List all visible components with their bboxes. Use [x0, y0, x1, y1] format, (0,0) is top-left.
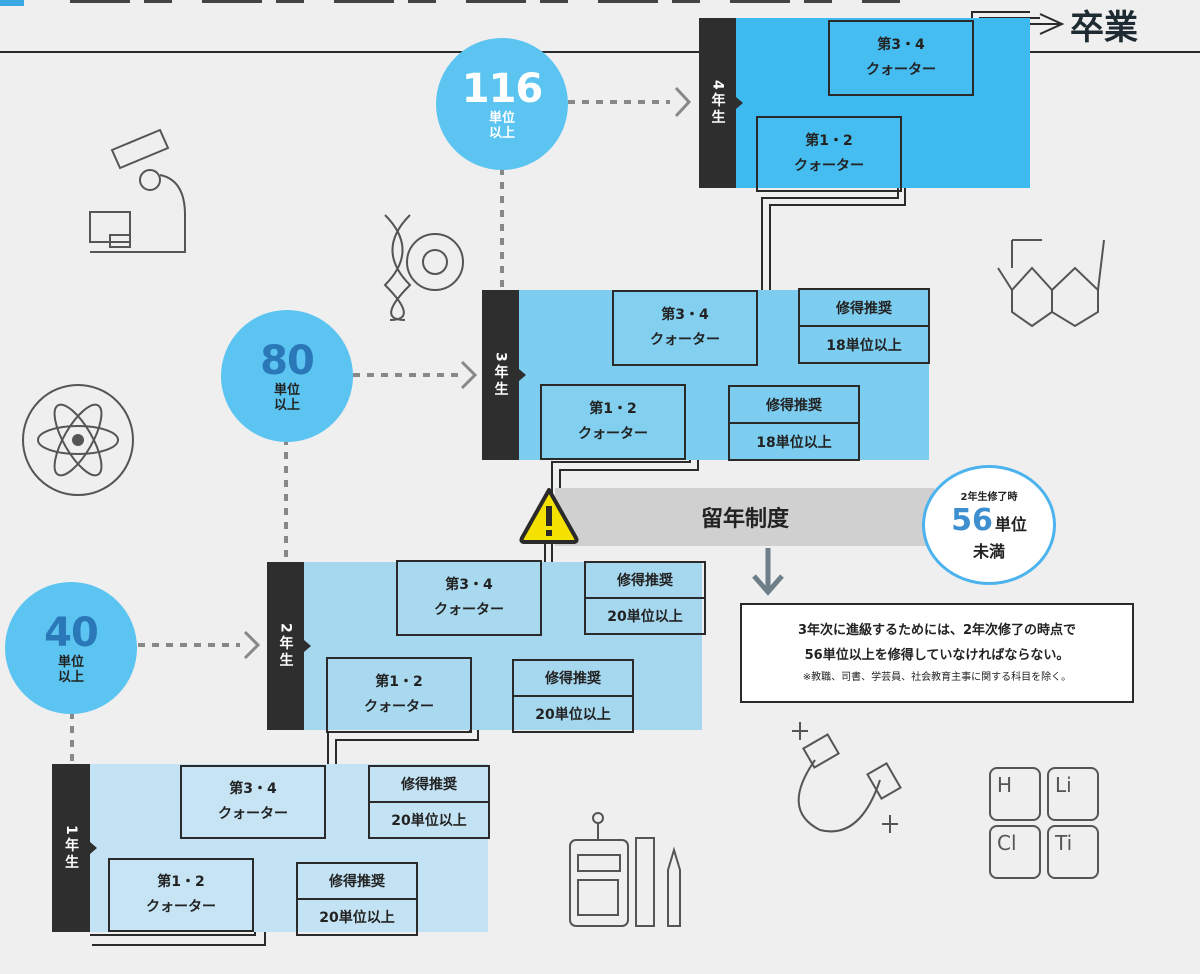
element-ti: Ti	[1055, 831, 1073, 855]
magnet-icon	[792, 722, 902, 833]
year-3-bar: 3年生	[482, 290, 526, 460]
credit-circle-40: 40 単位以上	[5, 582, 137, 714]
graduation-label: 卒業	[1070, 8, 1138, 48]
retention-note: 3年次に進級するためには、2年次修了の時点で 56単位以上を修得していなければな…	[740, 603, 1134, 703]
element-h: H	[997, 773, 1013, 797]
molecule-icon	[997, 239, 1105, 328]
retention-bar: 留年制度	[555, 488, 935, 546]
warning-icon	[519, 488, 579, 544]
calculator-ruler-pencil-icon	[569, 812, 681, 927]
year-2-bar: 2年生	[267, 562, 311, 730]
atom-icon	[22, 384, 134, 496]
year-1-bar: 1年生	[52, 764, 97, 932]
microscope-icon	[89, 128, 186, 253]
retention-title: 留年制度	[700, 507, 789, 532]
year-4-panel	[736, 18, 1030, 188]
element-li: Li	[1055, 773, 1072, 797]
element-cl: Cl	[997, 831, 1017, 855]
credit-circle-80: 80 単位以上	[221, 310, 353, 442]
year-2-panel	[304, 562, 702, 730]
dna-gear-icon	[383, 214, 464, 321]
element-tiles-icon	[989, 767, 1099, 879]
year-1-panel	[90, 764, 488, 932]
year-3-panel	[519, 290, 929, 460]
year-4-bar: 4年生	[699, 18, 743, 188]
credit-circle-116: 116 単位以上	[436, 38, 568, 170]
